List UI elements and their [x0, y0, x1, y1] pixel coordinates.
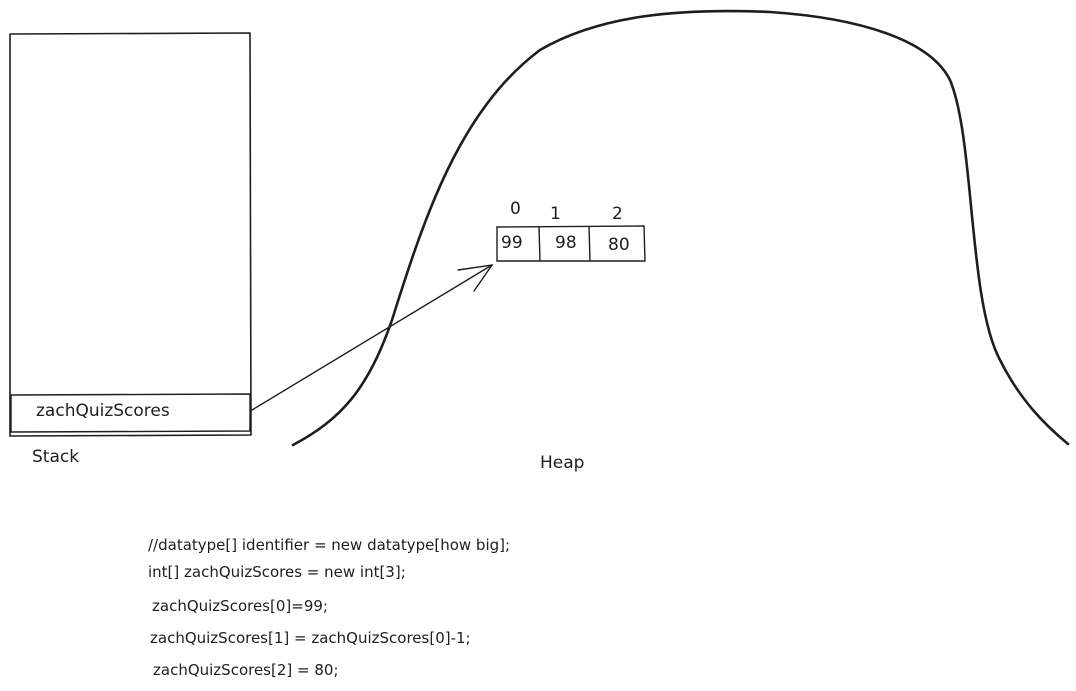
arrow-head	[457, 264, 494, 292]
array-index-2: 2	[612, 204, 623, 224]
stack-frame	[9, 32, 252, 437]
stack-variable-label: zachQuizScores	[36, 401, 170, 421]
code-line-declaration: int[] zachQuizScores = new int[3];	[148, 563, 406, 581]
code-line-assign-0: zachQuizScores[0]=99;	[152, 597, 328, 615]
array-index-0: 0	[510, 199, 521, 219]
arrow-line	[251, 264, 493, 411]
array-value-2: 80	[608, 235, 630, 255]
reference-arrow	[251, 264, 494, 411]
array-value-1: 98	[555, 233, 577, 253]
array-index-1: 1	[550, 204, 561, 224]
heap-outline	[291, 9, 1070, 447]
code-line-comment: //datatype[] identifier = new datatype[h…	[148, 536, 511, 554]
array-divider-1	[538, 226, 541, 262]
code-line-assign-2: zachQuizScores[2] = 80;	[153, 661, 339, 679]
heap-array	[496, 225, 646, 262]
heap-caption: Heap	[540, 453, 585, 473]
array-value-0: 99	[501, 233, 523, 253]
stack-caption: Stack	[32, 447, 80, 467]
stack-variable-slot	[10, 393, 251, 433]
array-divider-2	[588, 225, 591, 262]
array-outline	[496, 225, 646, 262]
code-line-assign-1: zachQuizScores[1] = zachQuizScores[0]-1;	[150, 629, 471, 647]
